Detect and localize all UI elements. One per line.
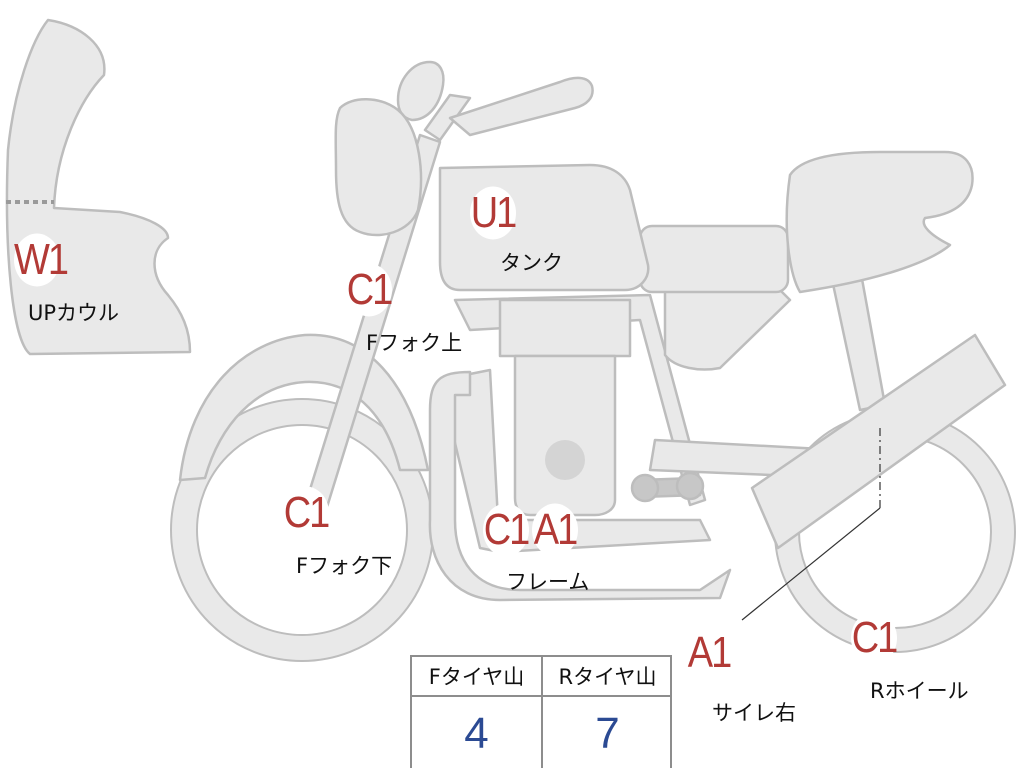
seat <box>785 150 974 294</box>
marker-badge-u1: U1 <box>470 186 517 240</box>
engine-head <box>498 298 632 358</box>
front-tire-column: Fタイヤ山 4 <box>412 657 543 768</box>
front-tire-header: Fタイヤ山 <box>412 657 541 697</box>
headlight <box>334 98 423 237</box>
marker-badge-c1-fork-lower: C1 <box>283 486 330 540</box>
marker-label-fork-lower: Fフォク下 <box>296 554 393 578</box>
marker-badge-c1-fork-upper: C1 <box>346 263 393 317</box>
handlebar <box>448 76 594 137</box>
marker-label-frame: フレーム <box>506 570 590 594</box>
engine-block <box>513 354 617 517</box>
marker-badge-c1-frame: C1 <box>483 503 530 557</box>
rear-tire-value: 7 <box>595 709 620 758</box>
marker-label-rear-wheel: Rホイール <box>870 679 969 703</box>
marker-label-fork-upper: Fフォク上 <box>366 331 463 355</box>
marker-badge-w1: W1 <box>14 233 69 287</box>
marker-badge-c1-rear-wheel: C1 <box>851 611 898 665</box>
marker-label-muffler: サイレ右 <box>712 701 796 725</box>
leader-line <box>741 507 881 621</box>
front-tire <box>171 399 433 661</box>
tire-tread-table: Fタイヤ山 4 Rタイヤ山 7 <box>410 655 672 768</box>
muffler <box>750 333 1007 550</box>
marker-badge-a1-muffler: A1 <box>686 626 732 680</box>
front-tire-value: 4 <box>464 709 489 758</box>
rear-tire-column: Rタイヤ山 7 <box>543 657 672 768</box>
marker-label-upper-cowl: UPカウル <box>28 301 120 325</box>
rear-shock <box>828 266 887 412</box>
marker-label-tank: タンク <box>500 251 563 275</box>
rear-tire-header: Rタイヤ山 <box>543 657 672 697</box>
rear-fender <box>663 288 792 371</box>
mirror <box>396 60 445 122</box>
marker-badge-a1-frame: A1 <box>532 503 578 557</box>
